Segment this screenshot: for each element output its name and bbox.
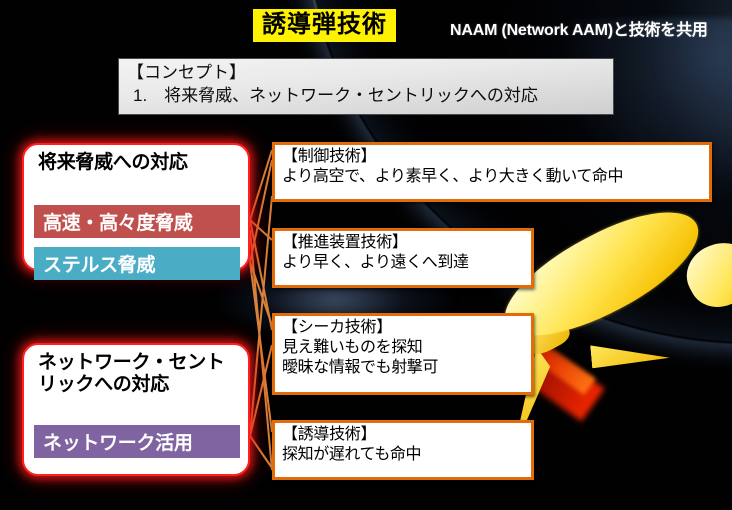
chip-high-speed-high-altitude-threat: 高速・高々度脅威 [34,205,240,238]
techbox-control-line1: より高空で、より素早く、より大きく動いて命中 [282,168,624,185]
techbox-propulsion: 【推進装置技術】 より早く、より遠くへ到達 [272,228,534,288]
panel-network-centric-title-line2: リックへの対応 [38,374,169,396]
panel-network-centric: ネットワーク・セント リックへの対応 ネットワーク活用 [22,343,250,476]
techbox-propulsion-line1: より早く、より遠くへ到達 [282,254,469,271]
page-title: 誘導弾技術 [253,9,396,43]
panel-network-centric-title: ネットワーク・セント リックへの対応 [38,352,225,397]
techbox-guidance-heading: 【誘導技術】 [282,426,377,443]
concept-heading: 【コンセプト】 [127,63,246,82]
panel-network-centric-title-line1: ネットワーク・セント [38,352,225,373]
techbox-seeker: 【シーカ技術】 見え難いものを探知 曖昧な情報でも射撃可 [272,313,534,395]
concept-box: 【コンセプト】 1. 将来脅威、ネットワーク・セントリックへの対応 [118,58,614,115]
panel-future-threat: 将来脅威への対応 高速・高々度脅威 ステルス脅威 [22,143,250,280]
chip-network-utilization: ネットワーク活用 [34,425,240,458]
techbox-control: 【制御技術】 より高空で、より素早く、より大きく動いて命中 [272,142,712,202]
techbox-propulsion-heading: 【推進装置技術】 [282,234,408,251]
techbox-seeker-line1: 見え難いものを探知 [282,339,423,356]
concept-item-1: 1. 将来脅威、ネットワーク・セントリックへの対応 [133,85,538,105]
techbox-guidance: 【誘導技術】 探知が遅れても命中 [272,420,534,480]
title-subtitle: NAAM (Network AAM)と技術を共用 [450,22,708,39]
techbox-guidance-line1: 探知が遅れても命中 [282,446,422,463]
techbox-control-heading: 【制御技術】 [282,148,377,165]
techbox-seeker-line2: 曖昧な情報でも射撃可 [282,359,439,377]
chip-stealth-threat: ステルス脅威 [34,247,240,280]
missile-fin-right [590,338,670,369]
title-band: 誘導弾技術 NAAM (Network AAM)と技術を共用 [0,0,732,52]
panel-future-threat-title: 将来脅威への対応 [38,152,188,173]
techbox-seeker-heading: 【シーカ技術】 [282,319,392,336]
